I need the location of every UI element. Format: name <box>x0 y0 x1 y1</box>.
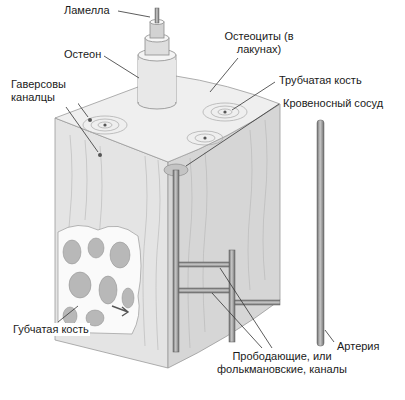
osteon-rings <box>83 103 247 145</box>
part-label: Кровеносный сосуд <box>282 97 384 110</box>
part-label: Артерия <box>336 340 380 353</box>
spongy-bone <box>58 225 141 334</box>
vessel-arrow <box>112 306 128 316</box>
haversian-canal-dots <box>88 110 227 157</box>
leader-lines <box>58 11 334 348</box>
artery <box>317 120 324 346</box>
part-label: Трубчатая кость <box>278 74 363 87</box>
part-label: Остеоциты (в лакунах) <box>218 30 300 56</box>
part-label: Прободающие, или фолькмановские, каналы <box>206 350 358 376</box>
part-label: Ламелла <box>63 4 111 17</box>
part-label: Остеон <box>63 48 102 61</box>
blood-vessel <box>173 170 280 352</box>
part-label: Губчатая кость <box>12 323 90 336</box>
osteon-cylinder <box>138 8 176 109</box>
part-label: Гаверсовы каналцы <box>10 78 78 104</box>
